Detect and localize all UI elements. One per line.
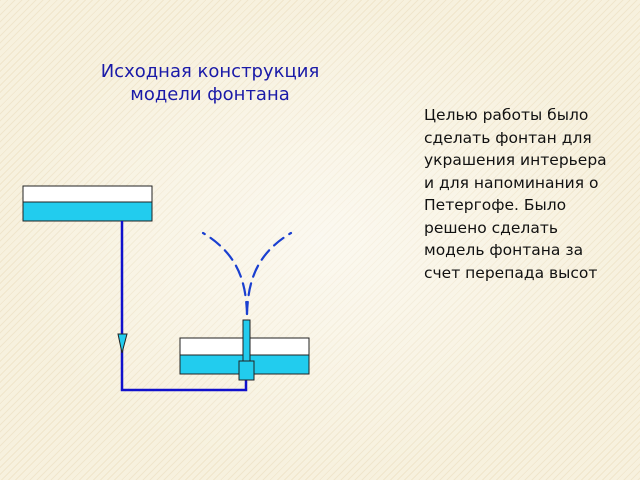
slide-title: Исходная конструкция модели фонтана: [100, 61, 320, 105]
upper-tank: [22, 185, 153, 222]
flow-arrow-icon: [117, 333, 128, 354]
description-text: Целью работы было сделать фонтан для укр…: [424, 106, 607, 282]
spray-arc-right: [245, 231, 293, 316]
connecting-pipe: [120, 221, 248, 392]
nozzle-pipe: [242, 319, 251, 363]
nozzle-base: [238, 360, 255, 381]
water-spray-icon: [201, 231, 293, 316]
upper-tank-air: [22, 185, 153, 203]
upper-tank-water: [22, 201, 153, 222]
spray-arc-left: [201, 231, 249, 316]
